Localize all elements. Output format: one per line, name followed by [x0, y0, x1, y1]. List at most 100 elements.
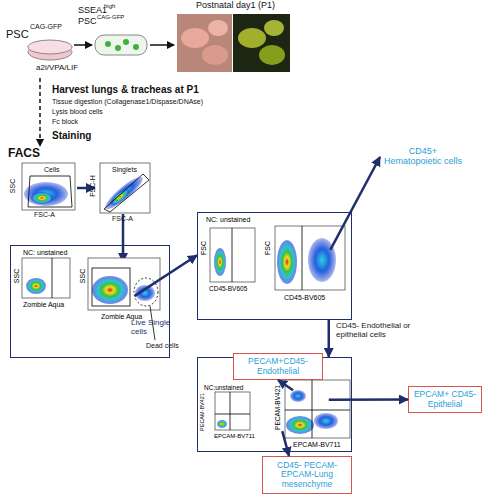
facs-plot [285, 380, 350, 438]
text-label: Fc block [52, 118, 78, 126]
flow-arrow [330, 157, 380, 250]
pup [181, 28, 209, 48]
facs-plot [100, 163, 150, 213]
pup-photo [177, 14, 232, 72]
cell-density [308, 238, 336, 282]
pup [208, 20, 228, 36]
node-text: CD45-BV605 [284, 294, 325, 302]
node-text: Live Single cells [131, 319, 173, 337]
gfp-cell [133, 44, 139, 50]
cell-density [217, 420, 227, 428]
gate-line [285, 410, 350, 411]
pup [202, 45, 228, 65]
node-text: PECAM+CD45- Endothelial [234, 354, 322, 379]
text-label: Harvest lungs & tracheas at P1 [52, 84, 199, 95]
node-text: SSC [13, 261, 21, 291]
facs-plot [210, 228, 255, 282]
flow-arrow [329, 398, 408, 401]
text-label: PSC [6, 28, 29, 40]
gfp-cell [115, 45, 121, 51]
cell-density [290, 390, 306, 402]
dead-gate [134, 278, 158, 306]
cell-density [314, 413, 338, 429]
gfp-cell [123, 39, 129, 45]
text-label: Lysis blood cells [52, 108, 103, 116]
cell-density [102, 173, 146, 213]
culture-dish-rim [28, 40, 72, 54]
node-text: EPCAM-BV711 [293, 441, 341, 449]
cell-density [286, 416, 314, 434]
population-box: CD45- PECAM- EPCAM-Lung mesenchyme [262, 456, 352, 494]
text-label: CAG-GFP [30, 23, 62, 31]
gating-panel: NC: unstainedFSC CD45-BV605 FSC CD45-BV605 [197, 212, 352, 320]
dashed-arrow [39, 78, 41, 146]
cell-density [135, 285, 155, 301]
node-text: NC:unstained [204, 384, 243, 391]
text-label: Dead cells [146, 342, 179, 350]
text-label: CAG-GFP [97, 14, 124, 21]
node-text: PECAM-BV421 [199, 391, 205, 433]
text-label: Tissue digestion (Collagenase1/Dispase/D… [52, 98, 203, 106]
gate-line [302, 226, 303, 290]
text-label: high [104, 3, 115, 10]
flow-arrow [278, 380, 293, 390]
gate [104, 174, 149, 212]
gate-line [215, 414, 250, 415]
gfp-pup [238, 28, 266, 48]
flow-arrow [150, 44, 174, 46]
node-text: Zombie Aqua [23, 301, 64, 309]
gate-line [52, 258, 53, 298]
node-text: CD45-BV605 [209, 285, 247, 292]
flow-arrow [282, 431, 289, 456]
population-box: EPCAM+ CD45- Epithelial [408, 386, 482, 413]
gfp-pup [259, 45, 285, 65]
edge-label: CD45- Endothelial or epithelial cells [336, 322, 416, 340]
node-text: PECAM-BV421 [274, 380, 281, 435]
gate-line [232, 228, 233, 282]
facs-plot [275, 226, 345, 290]
facs-plot [22, 258, 70, 298]
gfp-cell [105, 41, 111, 47]
gate [28, 176, 72, 207]
population-label: CD45+ Hematopoietic cells [380, 142, 466, 172]
node-text: FSC [264, 233, 272, 263]
flow-arrow [74, 44, 92, 46]
text-label: FSC-H [89, 170, 97, 202]
node-text: CD45- PECAM- EPCAM-Lung mesenchyme [263, 457, 351, 493]
text-label: SSC [9, 172, 17, 200]
node-text: CD45+ Hematopoietic cells [380, 142, 466, 172]
flow-arrow [135, 255, 197, 296]
text-label: Cells [44, 166, 60, 174]
facs-plot [22, 163, 75, 210]
node-text: NC: unstained [206, 216, 250, 224]
gate-line [230, 392, 231, 430]
text-label: FSC-A [34, 211, 55, 219]
text-label: FACS [8, 147, 40, 160]
gfp-pup [264, 20, 284, 36]
text-label: a2i/VPA/LIF [36, 64, 78, 73]
cell-density [31, 192, 53, 204]
text-label: PSC [78, 17, 97, 27]
facs-plot [215, 392, 250, 430]
text-label: Staining [52, 130, 91, 141]
cell-density [24, 182, 68, 206]
gating-panel: NC: unstainedSSCZombie AquaSSCZombie Aqu… [10, 245, 170, 358]
node-text: FSC [200, 233, 208, 263]
gfp-photo [233, 14, 290, 72]
facs-plot [88, 258, 160, 310]
cell-density [92, 276, 128, 304]
node-text: SSC [79, 261, 87, 291]
text-label: Singlets [112, 166, 137, 174]
population-box: PECAM+CD45- Endothelial [233, 353, 323, 380]
gate [92, 268, 130, 306]
gate-line [312, 380, 313, 438]
cell-density [277, 240, 297, 284]
cell-density [214, 248, 226, 276]
node-text: EPCAM+ CD45- Epithelial [409, 387, 481, 412]
node-text: EPCAM-BV711 [214, 433, 255, 440]
cell-density [26, 278, 46, 294]
